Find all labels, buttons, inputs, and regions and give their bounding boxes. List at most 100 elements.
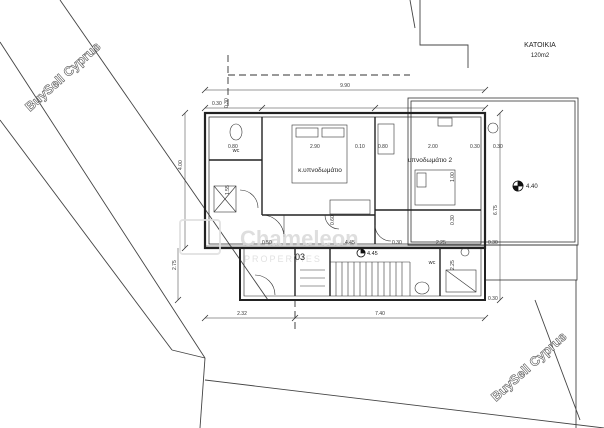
door-arc-bed1	[324, 214, 340, 230]
room-label-main-bedroom: κ.υπνοδωμάτιο	[298, 166, 342, 174]
dim-tick	[258, 104, 266, 112]
sink-icon	[487, 122, 499, 134]
dim-top-g: 0.30	[470, 144, 480, 150]
room-label-bedroom-2: υπνοδωμάτιο 2	[408, 156, 453, 164]
dim-v-c: 1.00	[450, 172, 456, 182]
doors	[239, 189, 392, 296]
level-marker-landing-fill	[360, 248, 366, 254]
plot-line-outer-left	[0, 41, 206, 359]
lower-block-wall	[239, 248, 486, 301]
dim-tick	[481, 314, 489, 322]
dim-mid-e: 0.30	[488, 240, 498, 246]
drawing-title: ΚΑΤΟΙΚΙΑ	[524, 42, 556, 49]
dim-top-a: 0.30	[212, 101, 222, 107]
watermark-center-text: Chameleon	[240, 226, 359, 251]
dim-mid-d: 2.25	[436, 240, 446, 246]
partitions	[209, 117, 481, 296]
toilet-icon	[414, 281, 430, 295]
dim-mid-a: 0.50	[262, 240, 272, 246]
furniture	[213, 117, 499, 295]
terrace	[407, 97, 579, 300]
level-marker-roof-fill	[512, 185, 519, 192]
dim-tick	[201, 86, 209, 94]
dim-v-d: 0.30	[450, 215, 456, 225]
plot-line-inner-left	[0, 119, 173, 351]
watermark-logo-icon	[179, 219, 221, 255]
window-unit	[437, 117, 453, 127]
lower-block-inner	[243, 248, 482, 297]
dim-mid-c: 0.30	[392, 240, 402, 246]
dim-tick	[496, 296, 504, 304]
dim-v-b: 0.30	[224, 98, 230, 108]
dim-top-b: 0.80	[228, 144, 238, 150]
room-label-unit: 03	[295, 252, 305, 262]
bed-second	[414, 169, 456, 206]
dim-tick	[496, 109, 504, 117]
dimension-lines	[177, 89, 501, 319]
dim-tick	[181, 109, 189, 117]
dim-mid-b: 4.45	[345, 240, 355, 246]
watermark-top-left: BuySell Cyprus	[22, 39, 103, 114]
toilet-icon	[229, 123, 243, 141]
pillow-icon	[321, 127, 345, 138]
room-label-wc-left: wc	[232, 148, 240, 154]
wardrobe-2	[377, 123, 395, 155]
shower-tray	[445, 269, 477, 293]
shower-diagonal	[445, 269, 477, 293]
sink-icon	[460, 247, 470, 257]
staircase	[300, 261, 411, 296]
plot-line-inner-join	[171, 349, 206, 359]
room-label-wc-right: wc	[428, 260, 436, 266]
watermark-bottom-right: BuySell Cyprus	[488, 329, 569, 404]
plot-line-outer-bottom-left	[199, 357, 206, 428]
building-inner-wall	[208, 116, 482, 245]
drawing-area: 120m2	[531, 53, 550, 59]
dim-top-c: 2.90	[310, 144, 320, 150]
door-arc-bed2	[374, 224, 392, 242]
door-arc-entry	[254, 274, 276, 296]
dim-tick	[481, 86, 489, 94]
dashed-outline	[227, 55, 410, 330]
pillow-icon	[416, 172, 427, 188]
door-arc-wc	[239, 189, 259, 209]
dim-tick	[201, 314, 209, 322]
level-landing: 4.45	[367, 251, 378, 257]
plot-line-diag-1	[59, 0, 269, 301]
dim-tick	[371, 104, 379, 112]
building-walls	[203, 111, 487, 301]
plot-line-step	[419, 0, 469, 68]
center-watermark: Chameleon PROPERTIES	[179, 219, 359, 264]
pillow-icon	[295, 127, 319, 138]
dim-bottom-a: 2.32	[237, 311, 247, 317]
dim-tick	[201, 104, 209, 112]
dim-right-total: 6.75	[493, 205, 499, 215]
wardrobe	[329, 199, 371, 215]
dim-tick	[174, 296, 182, 304]
plot-line-top-right	[409, 0, 416, 29]
plot-line-bottom	[204, 379, 604, 428]
dim-left-total: 4.00	[178, 160, 184, 170]
watermark-center-subtext: PROPERTIES	[244, 254, 322, 264]
plot-line-right	[534, 299, 581, 421]
dim-tick	[181, 244, 189, 252]
dim-right-a: 0.30	[493, 144, 503, 150]
dim-left-lower: 2.75	[172, 260, 178, 270]
dim-bottom-b: 7.40	[375, 311, 385, 317]
dimension-ticks	[174, 86, 504, 322]
dim-top-d: 0.10	[355, 144, 365, 150]
dim-right-b: 0.30	[488, 296, 498, 302]
terrace-lower	[484, 244, 578, 281]
dim-v-a: 1.55	[225, 185, 231, 195]
dim-v-f: 2.25	[450, 260, 456, 270]
terrace-inner	[410, 100, 576, 243]
level-roof: 4.40	[526, 184, 538, 190]
dim-tick	[481, 104, 489, 112]
level-markers	[356, 180, 524, 258]
terrace-outline	[407, 97, 579, 246]
dim-top-f: 2.00	[428, 144, 438, 150]
building-outer-wall	[203, 111, 487, 250]
shower-diagonal	[213, 185, 237, 213]
